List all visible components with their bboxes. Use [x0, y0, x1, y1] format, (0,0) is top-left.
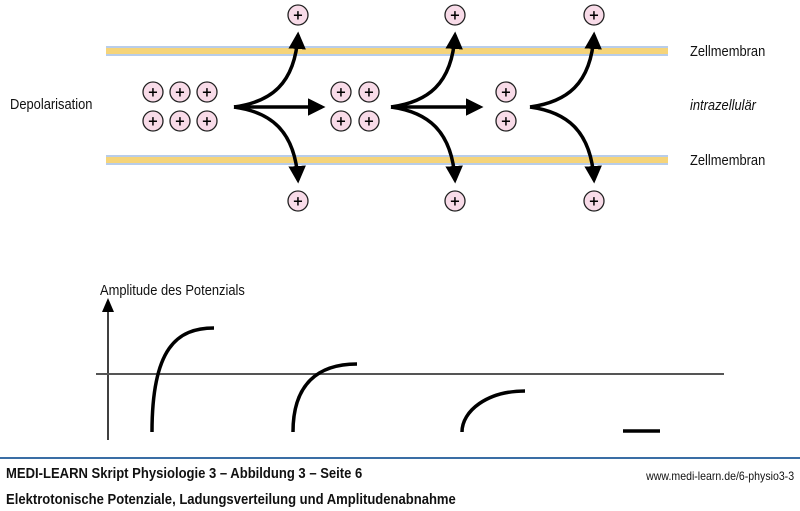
arrow-up-icon: [233, 31, 306, 109]
flow-arrows-stage-2: [390, 31, 484, 184]
svg-text:+: +: [501, 86, 512, 101]
intracellular-label: intrazellulär: [690, 97, 756, 114]
curve-3: [460, 389, 526, 433]
amplitude-axes: [96, 298, 724, 440]
svg-text:+: +: [450, 9, 461, 24]
membrane-top-label: Zellmembran: [690, 43, 766, 60]
arrow-up-icon: [529, 31, 602, 109]
flow-arrows-stage-3: [529, 31, 602, 184]
membrane-bottom-label: Zellmembran: [690, 152, 766, 169]
depolarisation-label: Depolarisation: [10, 96, 93, 113]
membrane-bottom: [106, 155, 668, 165]
svg-text:+: +: [364, 86, 375, 101]
ion-plus: +: [330, 81, 352, 103]
amplitude-curves: [150, 326, 660, 433]
ion-plus: +: [142, 110, 164, 132]
svg-text:+: +: [202, 115, 213, 130]
svg-text:+: +: [364, 115, 375, 130]
svg-text:+: +: [450, 195, 461, 210]
ion-plus-leaked-down: +: [287, 190, 309, 212]
ion-plus: +: [196, 81, 218, 103]
ion-plus: +: [358, 110, 380, 132]
ion-plus-leaked-down: +: [444, 190, 466, 212]
arrow-down-icon: [390, 105, 463, 184]
arrow-up-icon: [390, 31, 463, 109]
ion-plus: +: [358, 81, 380, 103]
flow-arrows-stage-1: [233, 31, 326, 184]
svg-text:+: +: [175, 115, 186, 130]
arrow-down-icon: [233, 105, 306, 184]
svg-text:+: +: [293, 195, 304, 210]
svg-text:+: +: [336, 86, 347, 101]
curve-2: [291, 362, 358, 433]
footer-url[interactable]: www.medi-learn.de/6-physio3-3: [646, 469, 794, 483]
svg-text:+: +: [589, 9, 600, 24]
ion-plus: +: [169, 81, 191, 103]
ion-plus: +: [142, 81, 164, 103]
ion-plus: +: [169, 110, 191, 132]
arrow-down-icon: [529, 105, 602, 184]
ions-layer: + + + + + + + + + + + + + + + + + +: [142, 4, 605, 212]
amplitude-axis-label: Amplitude des Potenzials: [100, 282, 245, 299]
ion-plus-leaked-down: +: [583, 190, 605, 212]
footer-divider: [0, 457, 800, 459]
svg-text:+: +: [148, 86, 159, 101]
y-axis-arrow-icon: [102, 298, 114, 312]
svg-text:+: +: [336, 115, 347, 130]
ion-plus: +: [495, 81, 517, 103]
svg-text:+: +: [202, 86, 213, 101]
svg-text:+: +: [175, 86, 186, 101]
curve-1: [150, 326, 215, 433]
ion-plus: +: [330, 110, 352, 132]
ion-plus-leaked-up: +: [583, 4, 605, 26]
svg-text:+: +: [501, 115, 512, 130]
svg-text:+: +: [148, 115, 159, 130]
footer-caption: Elektrotonische Potenziale, Ladungsverte…: [6, 492, 456, 508]
ion-plus: +: [196, 110, 218, 132]
footer-title: MEDI-LEARN Skript Physiologie 3 – Abbild…: [6, 466, 363, 482]
ion-plus-leaked-up: +: [287, 4, 309, 26]
svg-text:+: +: [589, 195, 600, 210]
ion-plus-leaked-up: +: [444, 4, 466, 26]
ion-plus: +: [495, 110, 517, 132]
membrane-top: [106, 46, 668, 56]
svg-text:+: +: [293, 9, 304, 24]
